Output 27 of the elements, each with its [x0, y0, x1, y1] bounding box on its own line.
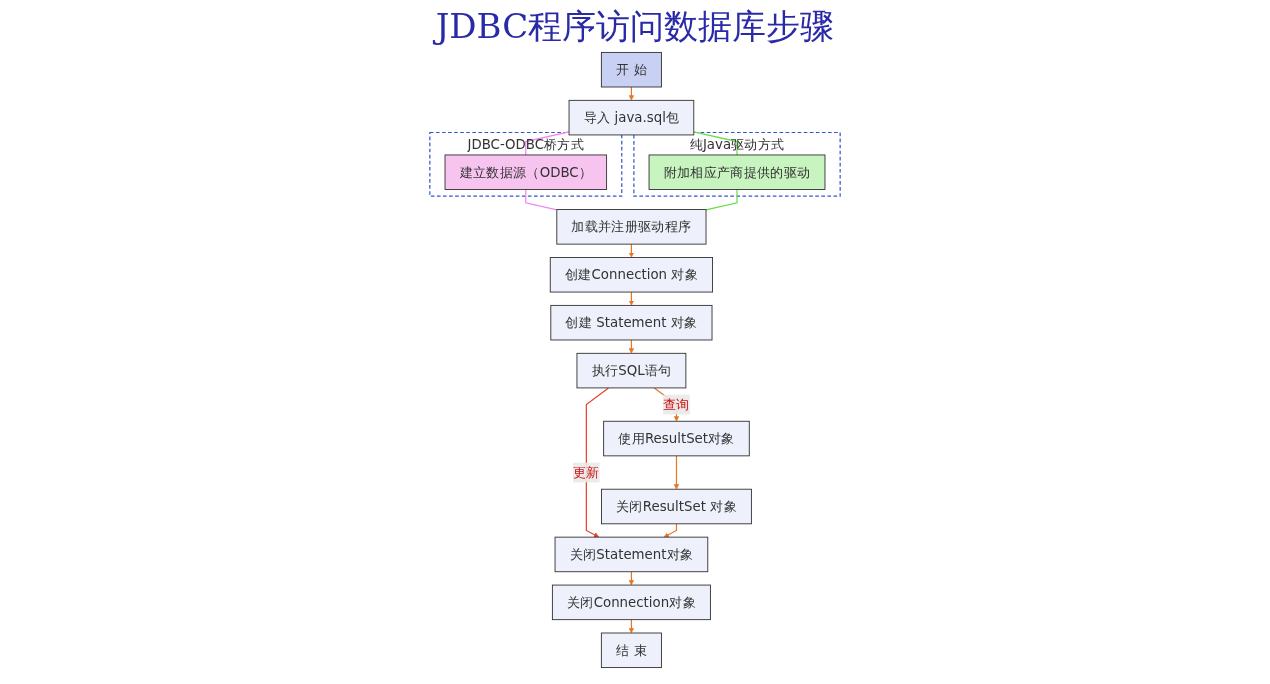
arrow	[628, 243, 635, 258]
connector	[705, 188, 738, 211]
node-box: 加载并注册驱动程序	[556, 209, 707, 245]
node-box: 关闭Connection对象	[551, 584, 711, 621]
node-box: 导入 java.sql包	[568, 99, 695, 136]
title: JDBC程序访问数据库步骤	[432, 5, 836, 48]
arrow	[628, 619, 635, 634]
arrow	[673, 455, 680, 490]
arrow	[628, 86, 635, 101]
arrow	[628, 291, 635, 306]
arrow	[628, 571, 635, 586]
node-box: 执行SQL语句	[576, 352, 687, 389]
node-box: 创建 Statement 对象	[550, 304, 713, 341]
node-box: 结 束	[600, 632, 662, 669]
node-box: 关闭ResultSet 对象	[601, 488, 752, 525]
node-box: 创建Connection 对象	[549, 257, 713, 293]
node-box: 建立数据源（ODBC）	[444, 154, 608, 190]
node-box: 使用ResultSet对象	[603, 420, 750, 457]
edge-label: 查询	[663, 397, 690, 413]
node-box: 开 始	[600, 51, 662, 88]
arrow	[628, 339, 635, 354]
connector	[525, 131, 570, 156]
node-box: 关闭Statement对象	[554, 536, 709, 573]
edge-label: 更新	[573, 464, 600, 481]
arrow	[663, 523, 678, 538]
connector	[525, 188, 558, 211]
node-box: 附加相应产商提供的驱动	[648, 154, 826, 190]
